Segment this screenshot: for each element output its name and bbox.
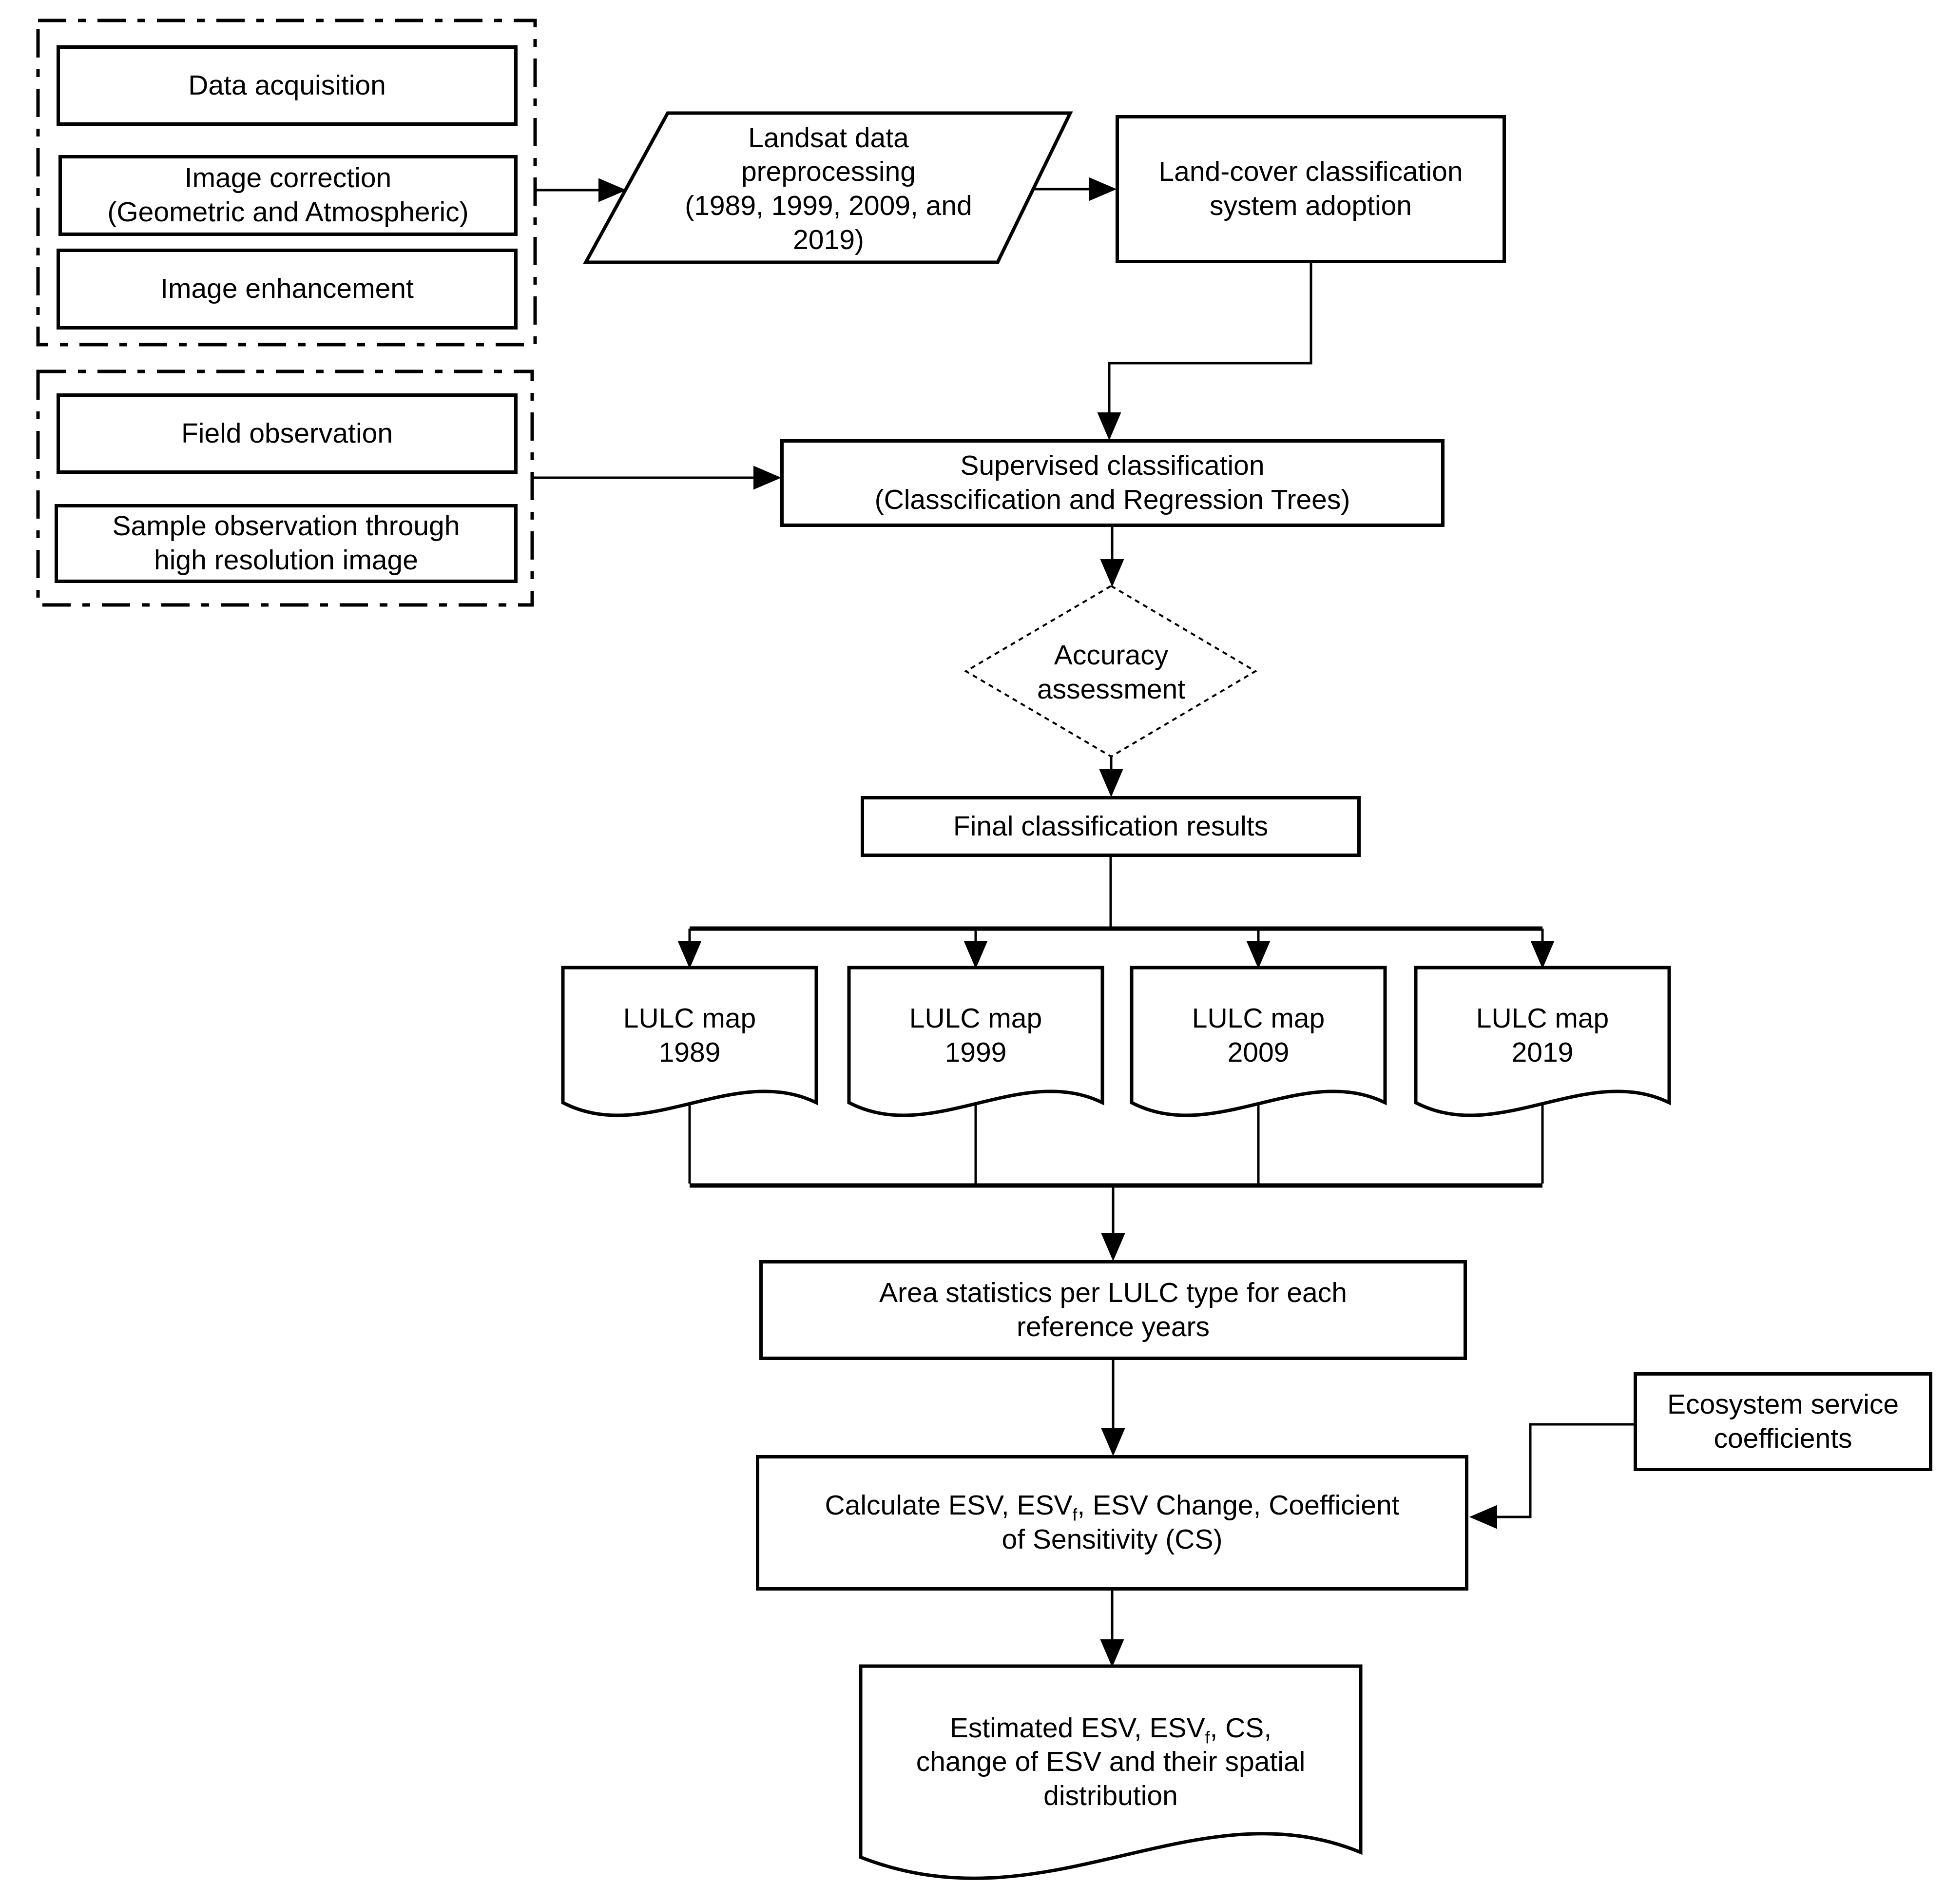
supervised-classification-box: Supervised classification (Classcificati… [780,439,1445,527]
observation-group-border [36,369,534,607]
area-statistics-box: Area statistics per LULC type for each r… [759,1260,1467,1360]
acquisition-group-border [36,19,537,347]
lulc-map-2019-document [1414,966,1671,1117]
calculate-esv-label: Calculate ESV, ESVf, ESV Change, Coeffic… [825,1490,1400,1555]
calculate-esv-box: Calculate ESV, ESVf, ESV Change, Coeffic… [756,1455,1468,1591]
esv-subscript: f [1072,1505,1078,1525]
lulc-map-2009-document [1130,966,1387,1117]
arrow-landcover-to-supervised [1109,263,1312,438]
lulc-map-1999-document [847,966,1104,1117]
arrow-ecosystem-to-calculate [1472,1423,1634,1517]
image-correction-box: Image correction (Geometric and Atmosphe… [58,155,518,236]
sample-observation-box: Sample observation through high resoluti… [55,504,518,583]
image-enhancement-box: Image enhancement [57,249,518,330]
estimated-esv-document [859,1664,1363,1880]
accuracy-assessment-diamond [964,584,1257,758]
landsat-preprocessing-parallelogram [583,111,1073,264]
landcover-adoption-box: Land-cover classification system adoptio… [1116,115,1506,263]
data-acquisition-box: Data acquisition [57,45,518,126]
field-observation-box: Field observation [57,393,518,474]
lulc-map-1989-document [561,966,818,1117]
ecosystem-coefficients-box: Ecosystem service coefficients [1634,1372,1932,1471]
final-results-box: Final classification results [861,796,1361,857]
